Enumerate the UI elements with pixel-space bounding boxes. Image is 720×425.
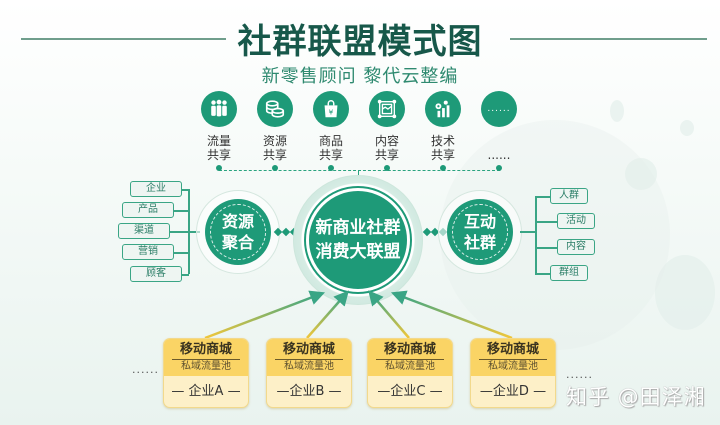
store-card-a: 移动商城私域流量池 — 企业A — (163, 338, 249, 408)
share-label-more: ...... (487, 148, 511, 162)
page-title: 社群联盟模式图 (237, 22, 483, 62)
right-stem (520, 231, 536, 233)
right-branch (535, 273, 550, 275)
store-card-b: 移动商城私域流量池 —企业B — (266, 338, 352, 408)
connector-dot (328, 165, 334, 171)
share-label-tech: 技术共享 (430, 134, 455, 162)
right-branch (535, 247, 557, 249)
gear-chart-icon (425, 91, 461, 127)
left-item-channel: 渠道 (118, 223, 170, 239)
shopping-bag-yen-icon: ¥ (313, 91, 349, 127)
left-item-enterprise: 企业 (130, 181, 182, 197)
right-branch (535, 196, 550, 198)
connector-dot (272, 165, 278, 171)
title-rule-right (510, 38, 707, 40)
share-label-resource: 资源共享 (262, 134, 287, 162)
background-blob (655, 255, 715, 330)
page-subtitle: 新零售顾问 黎代云整编 (261, 66, 459, 87)
left-item-marketing: 营销 (122, 244, 174, 260)
connector-dot (440, 165, 446, 171)
connector-dot (384, 165, 390, 171)
more-stores-left: ...... (132, 363, 159, 376)
left-branch (174, 210, 189, 212)
watermark: 知乎 @田泽湘 (566, 385, 706, 409)
left-branch (182, 274, 189, 276)
coins-stack-icon (257, 91, 293, 127)
connector-dot (496, 165, 502, 171)
right-item-crowd: 人群 (550, 188, 588, 204)
title-rule-left (21, 38, 226, 40)
left-branch (174, 252, 189, 254)
right-item-group: 群组 (550, 265, 588, 281)
content-frame-icon (369, 91, 405, 127)
connector-dot (216, 165, 222, 171)
ellipsis-icon: ...... (481, 91, 517, 127)
left-branch (182, 189, 189, 191)
store-card-d: 移动商城私域流量池 —企业D — (470, 338, 556, 408)
background-blob (610, 100, 624, 122)
center-alliance-hub: 新商业社群 消费大联盟 (306, 188, 410, 292)
right-hub-dash-ring (452, 204, 508, 260)
background-blob (680, 120, 694, 136)
share-label-traffic: 流量共享 (206, 134, 231, 162)
people-icon (201, 91, 237, 127)
svg-text:¥: ¥ (329, 108, 334, 117)
more-stores-right: ...... (566, 368, 593, 381)
share-label-product: 商品共享 (318, 134, 343, 162)
store-card-c: 移动商城私域流量池 —企业C — (367, 338, 453, 408)
share-connector-line (219, 170, 500, 171)
right-item-content: 内容 (557, 239, 595, 255)
left-branch (170, 231, 200, 233)
background-blob (625, 158, 657, 190)
left-hub-dash-ring (210, 204, 266, 260)
left-item-product: 产品 (122, 202, 174, 218)
right-branch (535, 221, 557, 223)
right-bracket (535, 196, 537, 273)
left-item-customer: 顾客 (130, 266, 182, 282)
right-item-activity: 活动 (557, 213, 595, 229)
share-label-content: 内容共享 (374, 134, 399, 162)
connector-tick (358, 170, 359, 175)
